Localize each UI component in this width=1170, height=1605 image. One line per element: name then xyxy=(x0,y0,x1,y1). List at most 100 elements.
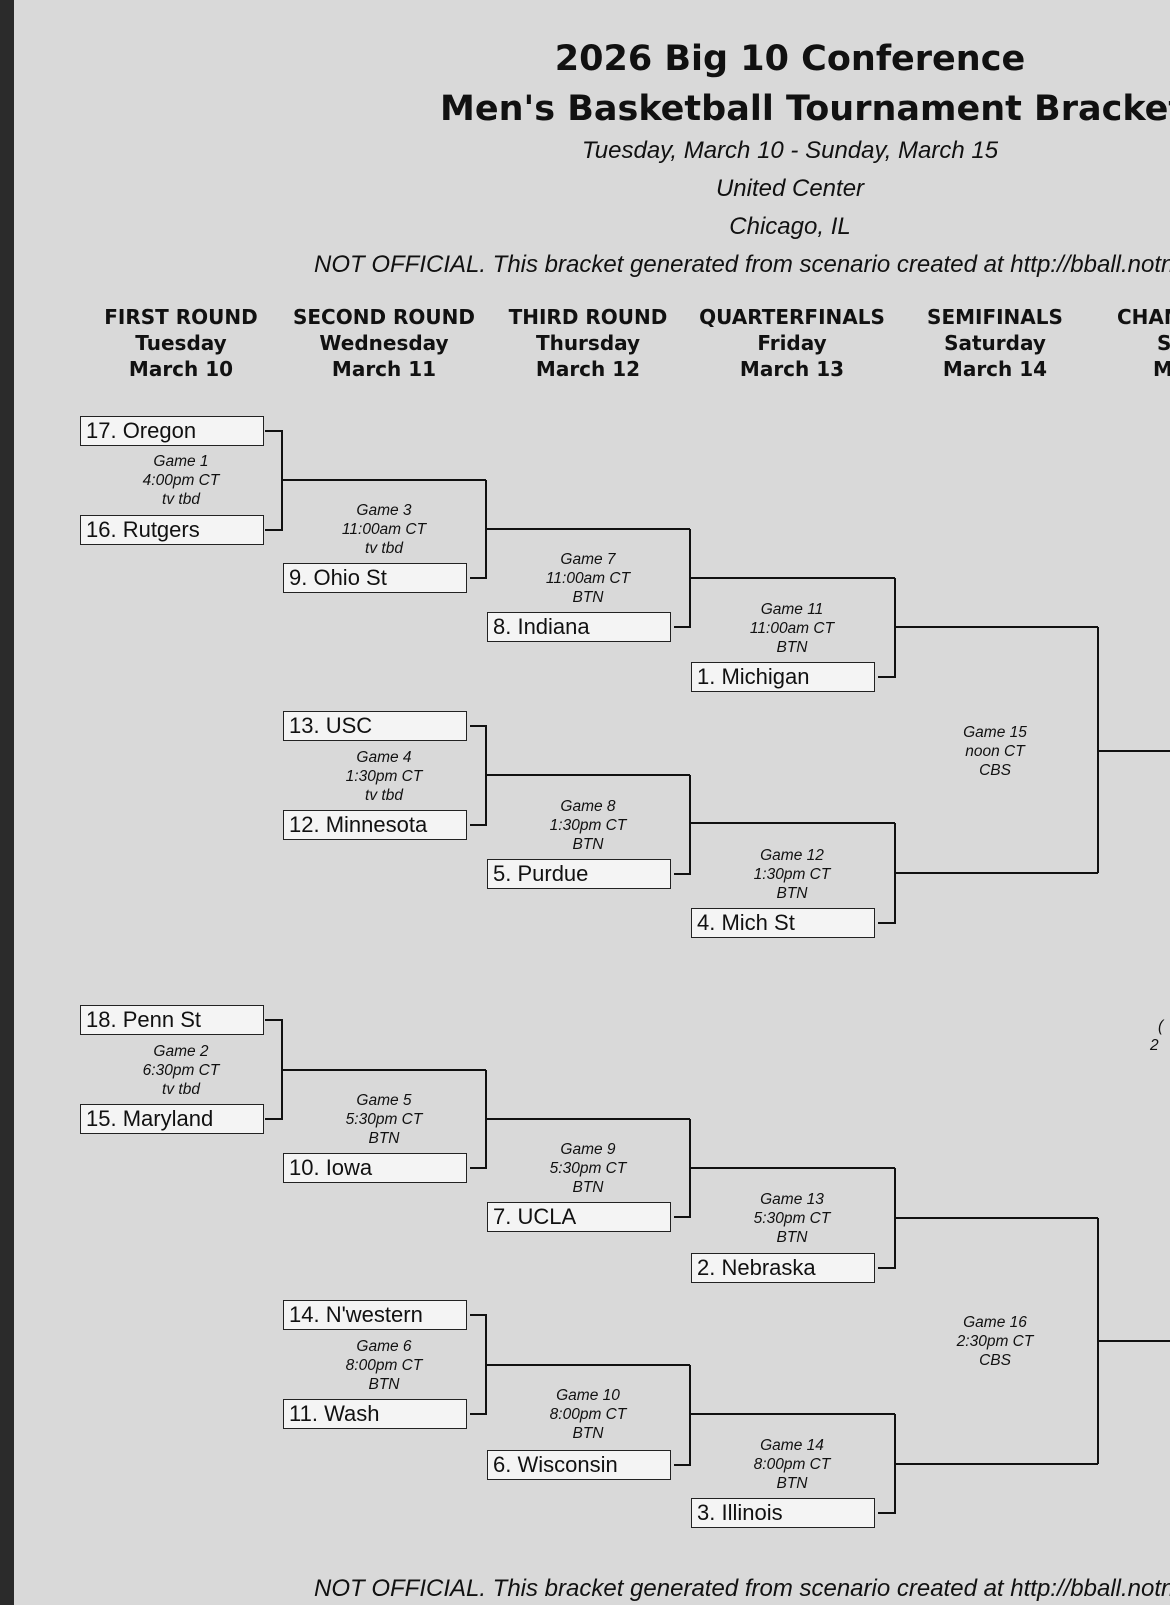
game-name: Game 2 xyxy=(153,1043,209,1060)
round-date: March 13 xyxy=(739,357,845,381)
round-day: S xyxy=(1157,331,1170,355)
game-info-11: Game 11 11:00am CT BTN xyxy=(697,600,887,657)
game-tv: tv tbd xyxy=(365,787,403,804)
game-name: Game 6 xyxy=(356,1338,412,1355)
bracket-title-line2: Men's Basketball Tournament Bracket xyxy=(440,89,1170,129)
round-name: CHAM xyxy=(1117,305,1170,329)
game-name: Game 11 xyxy=(760,601,824,618)
game-name: Game 9 xyxy=(560,1141,616,1158)
game-time: 11:00am CT xyxy=(341,521,427,538)
game-time: 4:00pm CT xyxy=(142,472,220,489)
game-info-6: Game 6 8:00pm CT BTN xyxy=(289,1337,479,1394)
round-date: March 10 xyxy=(128,357,234,381)
round-day: Friday xyxy=(757,331,827,355)
game-name: Game 14 xyxy=(760,1437,824,1454)
team-slot: 13. USC xyxy=(283,711,467,741)
game-name: Game 13 xyxy=(760,1191,824,1208)
game-tv: CBS xyxy=(979,762,1011,779)
game-time: 1:30pm CT xyxy=(753,866,831,883)
game-tv: BTN xyxy=(368,1130,400,1147)
game-name: Game 16 xyxy=(963,1314,1027,1331)
game-info-14: Game 14 8:00pm CT BTN xyxy=(697,1436,887,1493)
game-info-12: Game 12 1:30pm CT BTN xyxy=(697,846,887,903)
game-tv: BTN xyxy=(572,1179,604,1196)
team-slot: 16. Rutgers xyxy=(80,515,264,545)
team-slot: 4. Mich St xyxy=(691,908,875,938)
game-name: Game 5 xyxy=(356,1092,412,1109)
round-day: Thursday xyxy=(535,331,641,355)
game-tv: BTN xyxy=(776,1229,808,1246)
game-info-3: Game 3 11:00am CT tv tbd xyxy=(289,501,479,558)
game-time: 1:30pm CT xyxy=(345,768,423,785)
game-info-8: Game 8 1:30pm CT BTN xyxy=(493,797,683,854)
game-tv: BTN xyxy=(368,1376,400,1393)
game-time: 11:00am CT xyxy=(749,620,835,637)
window-edge xyxy=(0,0,14,1605)
team-slot: 10. Iowa xyxy=(283,1153,467,1183)
round-day: Saturday xyxy=(944,331,1046,355)
venue: United Center xyxy=(715,175,865,202)
game-time: 5:30pm CT xyxy=(753,1210,831,1227)
team-slot: 5. Purdue xyxy=(487,859,671,889)
team-slot: 9. Ohio St xyxy=(283,563,467,593)
team-slot: 12. Minnesota xyxy=(283,810,467,840)
game-tv: BTN xyxy=(572,836,604,853)
game-info-championship-partial: ( 2 xyxy=(1150,1017,1170,1055)
game-time: 11:00am CT xyxy=(545,570,631,587)
round-date: March 12 xyxy=(535,357,641,381)
game-tv: BTN xyxy=(776,1475,808,1492)
game-name: Game 10 xyxy=(556,1387,620,1404)
game-name: Game 1 xyxy=(153,453,209,470)
game-tv: BTN xyxy=(572,1425,604,1442)
game-info-1: Game 1 4:00pm CT tv tbd xyxy=(86,452,276,509)
game-tv: BTN xyxy=(572,589,604,606)
game-info-5: Game 5 5:30pm CT BTN xyxy=(289,1091,479,1148)
game-tv: tv tbd xyxy=(365,540,403,557)
game-time: 8:00pm CT xyxy=(345,1357,423,1374)
game-info-16: Game 16 2:30pm CT CBS xyxy=(900,1313,1090,1370)
game-info-7: Game 7 11:00am CT BTN xyxy=(493,550,683,607)
game-name: ( xyxy=(1158,1018,1164,1035)
round-day: Tuesday xyxy=(135,331,227,355)
round-name: THIRD ROUND xyxy=(508,305,668,329)
game-info-10: Game 10 8:00pm CT BTN xyxy=(493,1386,683,1443)
game-info-9: Game 9 5:30pm CT BTN xyxy=(493,1140,683,1197)
team-slot: 15. Maryland xyxy=(80,1104,264,1134)
game-name: Game 3 xyxy=(356,502,412,519)
team-slot: 18. Penn St xyxy=(80,1005,264,1035)
round-header-first: FIRST ROUND Tuesday March 10 xyxy=(86,304,276,382)
game-name: Game 12 xyxy=(760,847,824,864)
game-time: 5:30pm CT xyxy=(345,1111,423,1128)
tournament-dates: Tuesday, March 10 - Sunday, March 15 xyxy=(581,137,999,164)
team-slot: 2. Nebraska xyxy=(691,1253,875,1283)
team-slot: 7. UCLA xyxy=(487,1202,671,1232)
game-name: Game 7 xyxy=(560,551,616,568)
game-info-4: Game 4 1:30pm CT tv tbd xyxy=(289,748,479,805)
game-time: 5:30pm CT xyxy=(549,1160,627,1177)
team-slot: 3. Illinois xyxy=(691,1498,875,1528)
game-time: noon CT xyxy=(965,743,1025,760)
team-slot: 6. Wisconsin xyxy=(487,1450,671,1480)
city: Chicago, IL xyxy=(729,213,851,240)
round-name: QUARTERFINALS xyxy=(699,305,885,329)
team-slot: 8. Indiana xyxy=(487,612,671,642)
team-slot: 14. N'western xyxy=(283,1300,467,1330)
game-time: 2:30pm CT xyxy=(956,1333,1034,1350)
round-date: M xyxy=(1153,357,1170,381)
team-slot: 17. Oregon xyxy=(80,416,264,446)
round-date: March 11 xyxy=(331,357,437,381)
game-name: Game 4 xyxy=(356,749,412,766)
game-name: Game 15 xyxy=(963,724,1027,741)
round-header-championship: CHAM S M xyxy=(1105,304,1170,382)
game-time: 8:00pm CT xyxy=(549,1406,627,1423)
round-header-third: THIRD ROUND Thursday March 12 xyxy=(493,304,683,382)
game-info-15: Game 15 noon CT CBS xyxy=(900,723,1090,780)
round-name: FIRST ROUND xyxy=(104,305,258,329)
round-header-quarterfinals: QUARTERFINALS Friday March 13 xyxy=(697,304,887,382)
game-tv: BTN xyxy=(776,639,808,656)
team-slot: 11. Wash xyxy=(283,1399,467,1429)
notice-top: NOT OFFICIAL. This bracket generated fro… xyxy=(314,251,1170,278)
team-slot: 1. Michigan xyxy=(691,662,875,692)
bracket-title-line1: 2026 Big 10 Conference xyxy=(554,39,1026,79)
